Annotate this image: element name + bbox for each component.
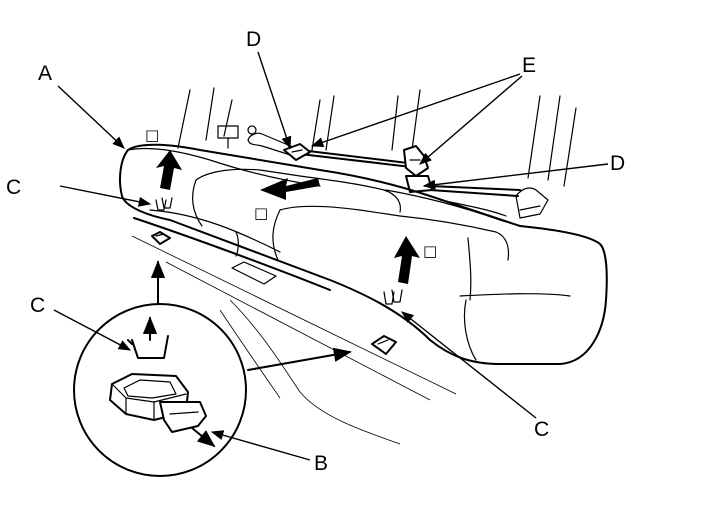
cushion-hook-right: [383, 289, 403, 305]
leader-lines: [53, 51, 609, 461]
callout-d-top: D: [246, 28, 261, 51]
floor-bracket-left: [151, 231, 171, 245]
slide-arrow-center: [260, 178, 320, 200]
callout-c-left: C: [6, 176, 21, 199]
callout-c-inset: C: [30, 294, 45, 317]
seatback-bottom-edge: [299, 149, 521, 197]
cushion-hook-left: [155, 197, 173, 211]
floor-bracket-right: [371, 335, 397, 355]
lift-arrow-left: [156, 150, 182, 190]
callout-d-right: D: [610, 152, 625, 175]
seat-back-outline: [177, 87, 577, 187]
floor-lines: [131, 217, 457, 445]
seat-belt-buckle-left: [217, 125, 257, 149]
callout-e: E: [522, 54, 536, 77]
step-mark-lift-left: □: [145, 126, 159, 144]
callout-b: B: [314, 452, 328, 475]
detail-inset: [73, 303, 247, 477]
callout-a: A: [38, 62, 52, 85]
seat-cushion: [119, 143, 608, 365]
anchor-hook-d-top: [283, 143, 311, 161]
seat-belt-right: [515, 187, 549, 219]
step-mark-slide-center: □: [254, 204, 268, 222]
inset-release-arrow: [191, 427, 216, 448]
callout-c-bottom: C: [534, 418, 549, 441]
lift-arrow-right: [394, 236, 420, 284]
step-mark-lift-right: □: [423, 242, 437, 260]
inset-pointer-right: [247, 347, 352, 371]
